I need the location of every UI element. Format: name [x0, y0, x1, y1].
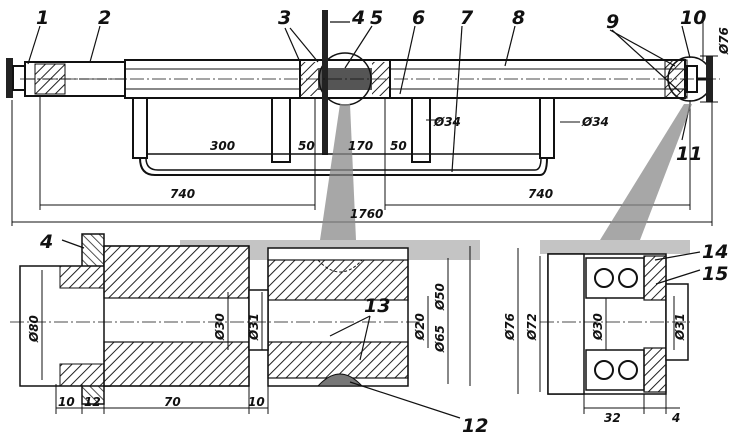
projection-cone-center: [320, 104, 356, 240]
dim-brg-32: 32: [604, 411, 621, 425]
dim-brg-4: 4: [671, 411, 680, 425]
vertical-plate: [322, 10, 328, 155]
dim-detail-20: Ø20: [413, 313, 427, 341]
callout-12: 12: [462, 415, 488, 437]
callout-14: 14: [702, 241, 728, 263]
coupling-section-detail: [10, 233, 480, 419]
callout-1: 1: [36, 7, 49, 29]
dim-detail-50: Ø50: [433, 283, 447, 311]
support-frame: [132, 97, 555, 176]
dim-len-10-b: 10: [248, 395, 265, 409]
dim-170: 170: [348, 139, 373, 153]
dim-brg-30: Ø30: [591, 313, 605, 341]
callout-3: 3: [278, 7, 291, 29]
dim-len-70: 70: [164, 395, 181, 409]
dim-300: 300: [210, 139, 235, 153]
dim-shaft-76: Ø76: [717, 27, 731, 55]
callout-labels: 1 2 3 4 5 6 7 8 9 10 11 12 13 14 15 4: [36, 7, 728, 437]
callout-9: 9: [606, 11, 619, 33]
sleeve-wall-bottom: [103, 341, 250, 387]
dim-detail-31: Ø31: [247, 313, 261, 341]
dim-brg-31: Ø31: [673, 313, 687, 341]
callout-4-detail: 4: [39, 231, 53, 253]
dim-detail-30: Ø30: [213, 313, 227, 341]
dimension-lines: [11, 20, 718, 226]
callout-2: 2: [98, 7, 111, 29]
projection-cone-right: [600, 104, 692, 240]
callout-5: 5: [370, 7, 383, 29]
left-end-flange: [6, 58, 13, 98]
dim-50-b: 50: [390, 139, 407, 153]
dim-brg-76: Ø76: [503, 313, 517, 341]
dim-740-left: 740: [170, 187, 195, 201]
callout-10: 10: [680, 7, 706, 29]
callout-13: 13: [364, 295, 390, 317]
callout-8: 8: [512, 7, 525, 29]
bearing-section-detail: [517, 240, 701, 414]
dim-len-10-a: 10: [58, 395, 75, 409]
dim-50-a: 50: [298, 139, 315, 153]
callout-4: 4: [351, 7, 365, 29]
axle-assembly-view: [6, 10, 720, 240]
dim-len-12: 12: [84, 395, 101, 409]
dim-post-34-b: Ø34: [581, 115, 609, 129]
dim-brg-72: Ø72: [525, 313, 539, 341]
callout-15: 15: [702, 263, 728, 285]
dimension-labels: Ø76 Ø34 Ø34 300 50 170 50 740 740 1760 Ø…: [27, 27, 731, 425]
callout-7: 7: [460, 7, 474, 29]
callout-6: 6: [412, 7, 425, 29]
dim-post-34-a: Ø34: [433, 115, 461, 129]
sleeve-wall-top: [103, 245, 250, 299]
dim-detail-65: Ø65: [433, 325, 447, 353]
dim-detail-80: Ø80: [27, 315, 41, 343]
callout-leaders: [27, 21, 691, 173]
left-hub: [12, 65, 26, 91]
callout-11: 11: [676, 143, 702, 165]
dim-1760: 1760: [350, 207, 383, 221]
dim-740-right: 740: [528, 187, 553, 201]
